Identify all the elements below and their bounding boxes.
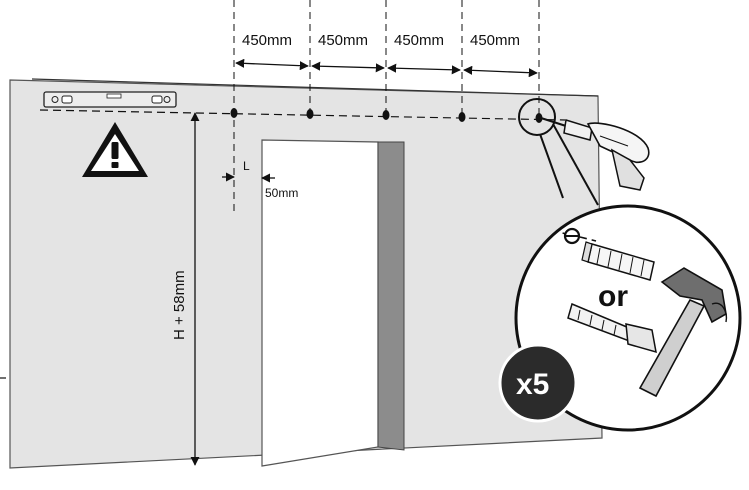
offset-dimension [222, 172, 275, 183]
drill-holes [230, 108, 543, 123]
height-label: H + 58mm [171, 270, 188, 340]
spacing-label-1: 450mm [242, 32, 292, 49]
drill-line [39, 109, 566, 121]
callout-line-right [552, 123, 599, 206]
door-frame [377, 141, 405, 451]
spirit-level-icon [43, 91, 177, 108]
callout-line-left [539, 133, 564, 199]
or-label: or [598, 280, 628, 313]
quantity-label: x5 [516, 368, 549, 401]
hole-highlight [518, 98, 556, 136]
spacing-arrows [235, 58, 538, 78]
wall-plug-icon [581, 241, 655, 281]
spacing-label-4: 450mm [470, 32, 520, 49]
wall-top-edge [31, 78, 599, 97]
spacing-label-2: 450mm [318, 32, 368, 49]
screw-anchor-icon [567, 302, 657, 354]
offset-marker-label: L [243, 159, 250, 173]
hammer-icon [638, 267, 728, 398]
drill-icon [540, 117, 650, 191]
offset-distance-label: 50mm [265, 186, 298, 200]
spacing-label-3: 450mm [394, 32, 444, 49]
warning-icon [82, 122, 148, 177]
quantity-badge: x5 [498, 343, 578, 423]
